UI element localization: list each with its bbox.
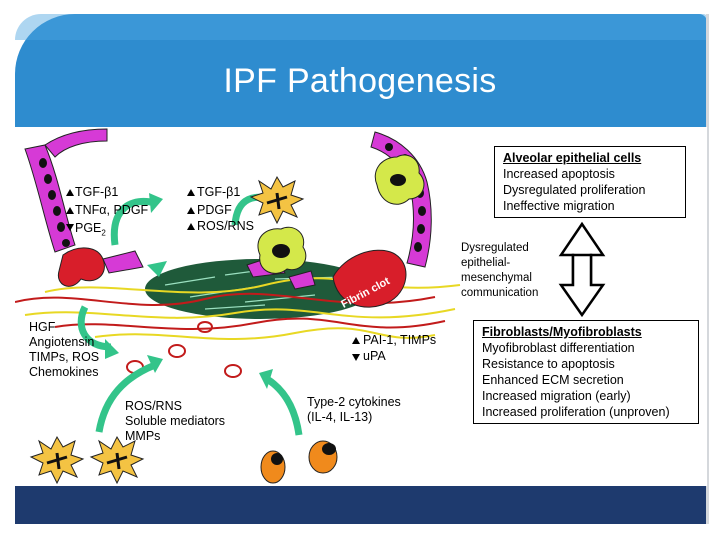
epithelial-box-title: Alveolar epithelial cells xyxy=(503,151,642,165)
communication-line-2: epithelial- xyxy=(461,257,511,269)
cytokines-label-2: (IL-4, IL-13) xyxy=(307,410,373,424)
green-arrows xyxy=(77,193,303,436)
cytokines-label-1: Type-2 cytokines xyxy=(307,395,401,409)
fibroblast-focus xyxy=(145,259,375,319)
upa-label: uPA xyxy=(363,349,386,363)
fibroblasts-box: Fibroblasts/Myofibroblasts Myofibroblast… xyxy=(473,320,699,424)
left-factor-tnf: TNFα, PDGF xyxy=(75,203,149,217)
epithelial-line-1: Increased apoptosis xyxy=(503,167,615,181)
left-mediator-1: HGF xyxy=(29,320,56,334)
pathogenesis-drawing xyxy=(15,128,606,485)
fibroblast-line-5: Increased proliferation (unproven) xyxy=(482,405,670,419)
pai-timps-label: PAI-1, TIMPs xyxy=(363,333,437,347)
left-epithelial-top xyxy=(44,128,108,158)
epithelial-line-3: Ineffective migration xyxy=(503,199,615,213)
macrophage-middle-nucleus xyxy=(272,244,290,258)
header-highlight xyxy=(15,14,707,40)
bottom-mediator-3: MMPs xyxy=(125,429,161,443)
communication-line-1: Dysregulated xyxy=(461,242,529,254)
double-arrow xyxy=(558,221,606,318)
slide-header-band xyxy=(15,14,707,127)
communication-line-4: communication xyxy=(461,287,539,299)
fibroblast-line-2: Resistance to apoptosis xyxy=(482,357,615,371)
left-factor-tgf: TGF-β1 xyxy=(75,185,119,199)
bottom-mediator-1: ROS/RNS xyxy=(125,399,182,413)
left-mediator-3: TIMPs, ROS xyxy=(29,350,100,364)
left-injury-clot xyxy=(57,247,105,287)
fibroblast-line-4: Increased migration (early) xyxy=(482,389,631,403)
center-factor-tgf: TGF-β1 xyxy=(197,185,241,199)
fibrin-clot xyxy=(332,249,407,308)
left-factor-pge: PGE2 xyxy=(75,221,106,238)
center-factor-ros: ROS/RNS xyxy=(197,219,254,233)
regulation-arrow-glyphs xyxy=(66,189,360,361)
pathogenesis-figure: TGF-β1 TNFα, PDGF PGE2 TGF-β1 PDGF ROS/R… xyxy=(15,127,707,486)
communication-line-3: mesenchymal xyxy=(461,272,532,284)
lymphocytes xyxy=(260,440,338,484)
starburst-cells xyxy=(29,175,305,485)
center-factor-pdgf: PDGF xyxy=(197,203,232,217)
left-mediator-2: Angiotensin xyxy=(29,335,95,349)
fibroblast-line-3: Enhanced ECM secretion xyxy=(482,373,624,387)
macrophage-upper-nucleus xyxy=(390,174,406,186)
slide-footer-band xyxy=(15,486,707,524)
epithelial-cells-box: Alveolar epithelial cells Increased apop… xyxy=(494,146,686,218)
fibroblast-line-1: Myofibroblast differentiation xyxy=(482,341,635,355)
left-mediator-4: Chemokines xyxy=(29,365,99,379)
fibroblast-box-title: Fibroblasts/Myofibroblasts xyxy=(482,325,642,339)
epithelial-line-2: Dysregulated proliferation xyxy=(503,183,646,197)
slide-title: IPF Pathogenesis xyxy=(223,62,497,100)
slide-edge-shadow xyxy=(706,14,709,524)
bottom-mediator-2: Soluble mediators xyxy=(125,414,226,428)
